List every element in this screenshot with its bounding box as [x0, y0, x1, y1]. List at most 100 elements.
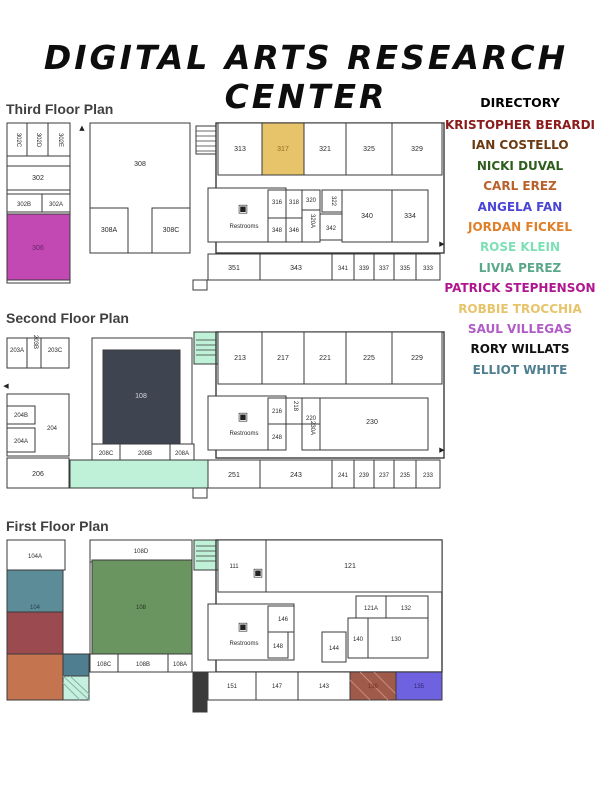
room-label: 248 [272, 435, 283, 441]
room-label: 108B [136, 662, 150, 668]
room-325 [345, 122, 393, 176]
directory-entry: IAN COSTELLO [471, 138, 569, 153]
room-label: 333 [423, 266, 434, 272]
room-308C [151, 207, 191, 254]
room-251 [207, 459, 261, 489]
room-148 [267, 631, 289, 659]
room-label: 144 [329, 646, 340, 652]
room-135-highlight [395, 671, 443, 701]
room-label: 316 [272, 200, 283, 206]
room-313 [217, 122, 263, 176]
room-233 [415, 459, 441, 489]
room-108A [167, 653, 193, 673]
toilet-icon: ▣ [238, 410, 248, 423]
directory-entry: ROBBIE TROCCHIA [458, 301, 582, 316]
room-label: 233 [423, 473, 434, 479]
room-308A [89, 207, 129, 254]
directory-entry: ROSE KLEIN [479, 240, 561, 255]
room-label: 104A [28, 554, 42, 560]
elevator-icon [192, 279, 208, 291]
room-306-highlight [6, 213, 71, 281]
room-label: 241 [338, 473, 349, 479]
restrooms-label: Restrooms [229, 431, 258, 437]
room-label: 135 [414, 684, 425, 690]
room-321 [303, 122, 347, 176]
room-217 [261, 331, 305, 385]
stairs-icon [196, 339, 216, 356]
restrooms-label: Restrooms [229, 224, 258, 230]
room-label: 339 [359, 266, 370, 272]
room-label: 151 [227, 684, 238, 690]
first-floor-plan: ▣ ▣ 104A 108D 111 121 104 108 121A 132 1… [6, 539, 443, 713]
directory-entry: ELLIOT WHITE [472, 362, 568, 377]
room-204B [6, 405, 36, 425]
room-label: 213 [234, 355, 246, 362]
directory-header: DIRECTORY [480, 95, 560, 110]
room-label: 313 [234, 146, 246, 153]
stairs-icon [195, 125, 217, 155]
room-label: 147 [272, 684, 283, 690]
room-label: 317 [277, 146, 289, 153]
room-label: 204B [14, 413, 28, 419]
room-label: 108 [136, 605, 147, 611]
room-label: 320A [309, 214, 315, 228]
room-label: 334 [404, 213, 416, 220]
stairs-icon [196, 545, 216, 562]
room-302 [6, 165, 71, 191]
room-label: 146 [278, 617, 289, 623]
room-label: 111 [229, 564, 239, 570]
directory-entry: LIVIA PEREZ [478, 260, 562, 275]
room-label: 308C [163, 227, 180, 234]
room-label: 104 [30, 605, 41, 611]
room-label: 329 [411, 146, 423, 153]
room-147 [255, 671, 299, 701]
room-label: 203A [10, 348, 24, 354]
directory-entry: RORY WILLATS [470, 342, 570, 357]
room-label: 302 [32, 175, 44, 182]
room-104-highlight-3 [6, 653, 64, 701]
toilet-icon: ▣ [238, 202, 248, 215]
room-label: 132 [401, 606, 412, 612]
room-label: 251 [228, 472, 240, 479]
room-label: 121A [364, 606, 378, 612]
room-label: 302A [49, 202, 63, 208]
room-230 [319, 397, 429, 451]
room-317-highlight [261, 122, 305, 176]
room-highlight-white [62, 653, 90, 677]
room-label: 341 [338, 266, 349, 272]
room-225 [345, 331, 393, 385]
room-143 [297, 671, 351, 701]
room-label: 318 [289, 200, 300, 206]
room-label: 302C [15, 133, 21, 148]
room-130 [367, 617, 429, 659]
room-label: 337 [379, 266, 390, 272]
toilet-icon: ▣ [238, 620, 248, 633]
room-label: 121 [344, 563, 356, 570]
room-label: 225 [363, 355, 375, 362]
exit-arrow-icon: ▲ [79, 124, 85, 132]
room-label: 342 [326, 226, 337, 232]
room-243 [259, 459, 333, 489]
room-label: 218 [292, 401, 298, 412]
room-label: 143 [319, 684, 330, 690]
room-label: 351 [228, 265, 240, 272]
room-label: 243 [290, 472, 302, 479]
room-label: 302E [57, 133, 63, 147]
room-329 [391, 122, 443, 176]
room-label: 221 [319, 355, 331, 362]
stairs-highlight [193, 331, 219, 365]
exit-arrow-icon: ▶ [439, 240, 445, 248]
room-label: 217 [277, 355, 289, 362]
room-144 [321, 631, 347, 663]
room-203C [40, 337, 70, 369]
room-label: 230A [309, 421, 315, 435]
room-104A [6, 539, 66, 571]
room-label: 108C [97, 662, 112, 668]
corridor-highlight [69, 459, 209, 489]
room-label: 320 [306, 198, 317, 204]
room-label: 108 [135, 393, 147, 400]
directory-entry: NICKI DUVAL [476, 158, 564, 173]
room-label: 203B [32, 335, 38, 349]
room-label: 204A [14, 439, 28, 445]
